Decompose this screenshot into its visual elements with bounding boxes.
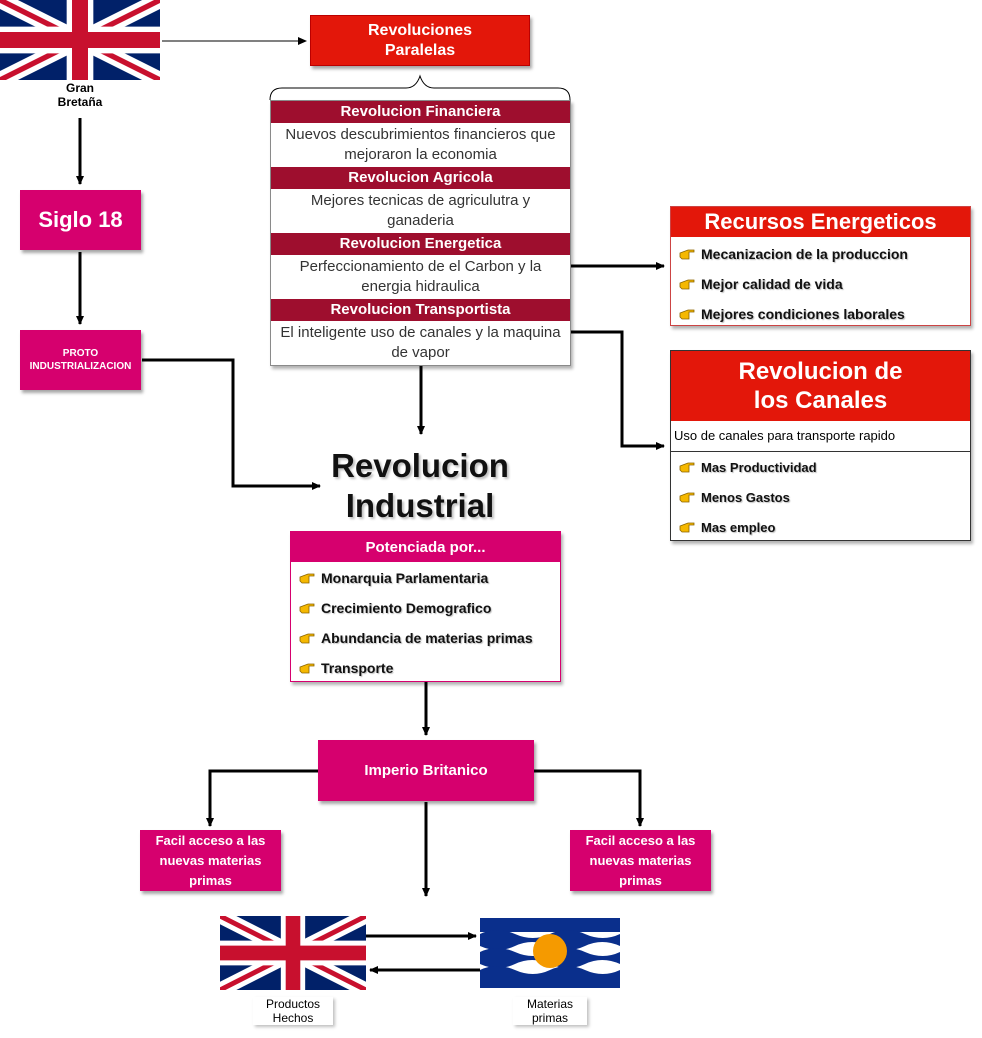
proto-industrializacion-label: PROTO INDUSTRIALIZACION — [29, 348, 132, 372]
list-item: Mecanizacion de la produccion — [671, 239, 970, 269]
rev-financiera-desc: Nuevos descubrimientos financieros que m… — [285, 126, 556, 163]
pointing-hand-icon — [679, 522, 695, 533]
revoluciones-paralelas-title: Revoluciones Paralelas — [367, 21, 473, 59]
potenciada-por-title: Potenciada por... — [291, 532, 560, 562]
facil-acceso-left-label: Facil acceso a las nuevas materias prima… — [155, 832, 266, 888]
facil-acceso-right-label: Facil acceso a las nuevas materias prima… — [585, 832, 696, 888]
uk-flag-icon — [216, 909, 370, 997]
list-item: Transporte — [291, 653, 560, 683]
pointing-hand-icon — [679, 279, 695, 290]
facil-acceso-left-box[interactable]: Facil acceso a las nuevas materias prima… — [140, 830, 281, 891]
pointing-hand-icon — [299, 573, 315, 584]
list-item: Mas empleo — [671, 512, 970, 542]
pointing-hand-icon — [299, 603, 315, 614]
pointing-hand-icon — [679, 462, 695, 473]
rev-agricola[interactable]: Revolucion Agricola Mejores tecnicas de … — [271, 167, 570, 233]
arrow-imperio-to-left — [206, 769, 318, 827]
list-item: Mejor calidad de vida — [671, 269, 970, 299]
arrow-transportista-to-canales — [571, 330, 665, 450]
revolucion-canales-subtitle: Uso de canales para transporte rapido — [671, 421, 970, 452]
list-item: Crecimiento Demografico — [291, 593, 560, 623]
rev-agricola-desc: Mejores tecnicas de agriculutra y ganade… — [310, 192, 531, 229]
colony-flag-icon — [480, 918, 620, 988]
list-item: Abundancia de materias primas — [291, 623, 560, 653]
uk-flag-caption: Gran Bretaña — [57, 81, 103, 109]
productos-hechos-caption: Productos Hechos — [253, 997, 333, 1025]
pointing-hand-icon — [679, 492, 695, 503]
rev-transportista[interactable]: Revolucion Transportista El inteligente … — [271, 299, 570, 365]
recursos-energeticos-box[interactable]: Recursos Energeticos Mecanizacion de la … — [670, 206, 971, 326]
imperio-britanico-label: Imperio Britanico — [364, 762, 488, 779]
rev-financiera[interactable]: Revolucion Financiera Nuevos descubrimie… — [271, 101, 570, 167]
list-item: Mejores condiciones laborales — [671, 299, 970, 329]
arrow-imperio-to-right — [534, 769, 644, 827]
rev-transportista-title: Revolucion Transportista — [271, 299, 570, 321]
materias-primas-caption: Materias primas — [513, 997, 587, 1025]
facil-acceso-right-box[interactable]: Facil acceso a las nuevas materias prima… — [570, 830, 711, 891]
revoluciones-list: Revolucion Financiera Nuevos descubrimie… — [270, 100, 571, 366]
recursos-energeticos-title: Recursos Energeticos — [671, 207, 970, 237]
potenciada-por-box[interactable]: Potenciada por... Monarquia Parlamentari… — [290, 531, 561, 682]
siglo-18-label: Siglo 18 — [38, 207, 123, 232]
pointing-hand-icon — [679, 309, 695, 320]
revoluciones-paralelas-box[interactable]: Revoluciones Paralelas — [310, 15, 530, 66]
imperio-britanico-box[interactable]: Imperio Britanico — [318, 740, 534, 801]
list-item: Menos Gastos — [671, 482, 970, 512]
rev-energetica-desc: Perfeccionamiento de el Carbon y la ener… — [299, 258, 542, 295]
uk-flag-icon — [0, 0, 164, 88]
rev-energetica-title: Revolucion Energetica — [271, 233, 570, 255]
rev-agricola-title: Revolucion Agricola — [271, 167, 570, 189]
list-item: Monarquia Parlamentaria — [291, 563, 560, 593]
revolucion-canales-title: Revolucion de los Canales — [671, 351, 970, 421]
revolucion-canales-box[interactable]: Revolucion de los Canales Uso de canales… — [670, 350, 971, 541]
pointing-hand-icon — [299, 663, 315, 674]
pointing-hand-icon — [679, 249, 695, 260]
proto-industrializacion-box[interactable]: PROTO INDUSTRIALIZACION — [20, 330, 141, 390]
list-item: Mas Productividad — [671, 452, 970, 482]
rev-energetica[interactable]: Revolucion Energetica Perfeccionamiento … — [271, 233, 570, 299]
pointing-hand-icon — [299, 633, 315, 644]
brace — [269, 74, 571, 101]
revolucion-industrial-title[interactable]: Revolucion Industrial — [331, 447, 509, 524]
arrow-proto-to-industrial — [142, 358, 321, 490]
rev-financiera-title: Revolucion Financiera — [271, 101, 570, 123]
rev-transportista-desc: El inteligente uso de canales y la maqui… — [280, 324, 561, 361]
siglo-18-box[interactable]: Siglo 18 — [20, 190, 141, 250]
